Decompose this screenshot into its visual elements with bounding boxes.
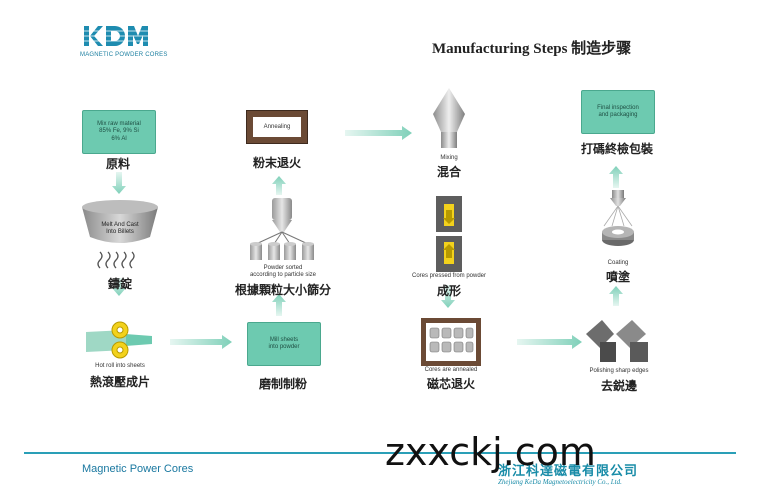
mixing-text: Mixing <box>440 155 458 161</box>
polishing-icon <box>586 320 648 362</box>
footer-divider <box>24 452 736 454</box>
powder-sieve-icon <box>250 198 314 260</box>
logo-text: MAGNETIC POWDER CORES <box>80 52 168 58</box>
hot-roll-text: Hot roll into sheets <box>95 363 145 369</box>
annealing-furnace: Annealing <box>246 110 308 144</box>
footer-brand: Magnetic Power Cores <box>82 463 194 475</box>
raw-material-label: 原料 <box>105 157 130 171</box>
coating-label: 噴塗 <box>605 270 630 284</box>
coating-text: Coating <box>607 260 629 266</box>
press-icon <box>436 196 462 272</box>
pressed-text: Cores pressed from powder <box>411 273 487 279</box>
hot-roll-icon <box>86 321 152 359</box>
annealed-label: 磁芯退火 <box>426 377 475 391</box>
watermark: zxxckj.com <box>385 430 596 474</box>
arrow-right-3 <box>517 335 582 349</box>
mixer-cone-icon <box>433 88 465 148</box>
powder-sorted-label: 根據顆粒大小篩分 <box>234 283 331 297</box>
hot-roll-label: 熱滾壓成片 <box>89 375 150 389</box>
footer-company-en: Zhejiang KeDa Magnetoelectricity Co., Lt… <box>498 478 622 486</box>
final-label: 打碼終檢包裝 <box>580 142 653 156</box>
annealing-text: Annealing <box>253 117 301 137</box>
mill-label: 磨制制粉 <box>258 377 307 391</box>
final-box: Final inspection and packaging <box>581 90 655 134</box>
arrow-right-1 <box>170 335 232 349</box>
arrow-up-4 <box>609 166 623 188</box>
arrow-up-3 <box>609 286 623 306</box>
billet-crucible-icon <box>82 200 158 243</box>
pressed-label: 成形 <box>436 284 461 298</box>
annealed-text: Cores are annealed <box>424 367 478 373</box>
kdm-logo-icon <box>82 24 152 48</box>
heat-waves-icon <box>97 251 135 269</box>
powder-sorted-text: Powder sorted according to particle size <box>249 265 317 278</box>
polishing-label: 去鋭邊 <box>600 379 637 393</box>
arrow-up-1 <box>272 294 286 316</box>
polishing-text: Polishing sharp edges <box>589 368 649 374</box>
mixing-label: 混合 <box>436 165 461 179</box>
footer-company-cn: 浙江科達磁電有限公司 <box>498 464 639 479</box>
page-title: Manufacturing Steps 制造步骤 <box>432 41 632 57</box>
arrow-down-2 <box>112 278 126 296</box>
annealing-label: 粉末退火 <box>252 156 301 170</box>
arrow-up-2 <box>272 176 286 195</box>
arrow-right-2 <box>345 126 412 140</box>
annealing-oven-icon <box>421 318 481 366</box>
arrow-down-1 <box>112 172 126 194</box>
melt-label: 鑄錠 <box>107 277 132 291</box>
melt-text: Melt And Cast Into Billets <box>101 222 139 235</box>
spray-coating-icon <box>602 190 634 246</box>
raw-material-box: Mix raw material 85% Fe, 9% Si 6% Al <box>82 110 156 154</box>
mill-box: Mill sheets into powder <box>247 322 321 366</box>
arrow-down-3 <box>441 285 455 308</box>
